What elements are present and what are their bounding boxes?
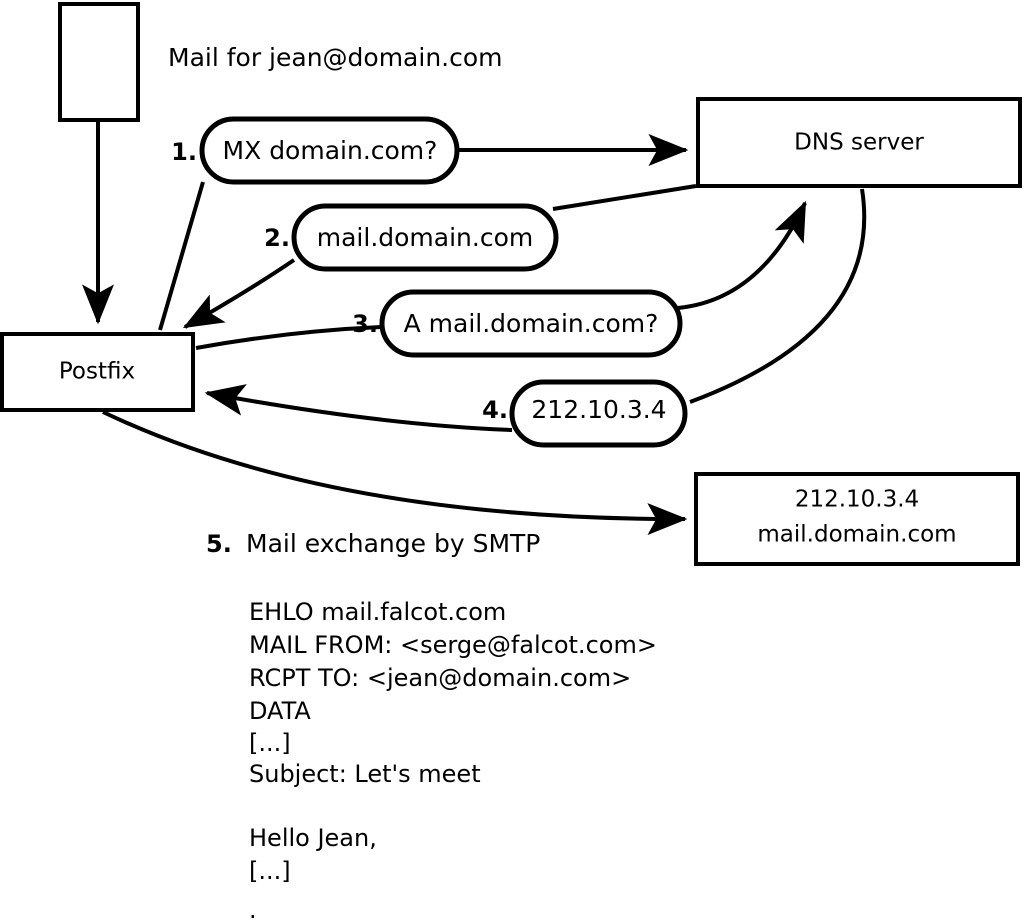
- transcript-line: DATA: [249, 697, 311, 725]
- transcript-line: MAIL FROM: <serge@falcot.com>: [249, 631, 657, 659]
- step-number-4: 4.: [482, 396, 508, 424]
- transcript-line: .: [249, 896, 257, 919]
- edge-postfix-to-bubble1-tail: [158, 181, 205, 331]
- step-number-3: 3.: [352, 310, 378, 338]
- node-mail-server: [694, 472, 1020, 566]
- edge-bubble4-to-postfix: [204, 384, 513, 432]
- node-dns-server: [696, 97, 1022, 188]
- step-number-1: 1.: [171, 138, 197, 166]
- edge-postfix-to-bubble3-tail: [195, 325, 382, 350]
- step-number-5: 5.: [206, 530, 232, 558]
- transcript-line: [...]: [249, 857, 291, 885]
- node-sender-host: [58, 2, 140, 122]
- bubble-mx-answer-label: mail.domain.com: [317, 223, 533, 252]
- node-postfix: [0, 332, 195, 412]
- node-mail-server-hostname: mail.domain.com: [757, 522, 956, 548]
- edge-bubble3-to-dns: [677, 200, 807, 310]
- transcript-line: Subject: Let's meet: [249, 760, 481, 788]
- bubble-a-query-label: A mail.domain.com?: [404, 309, 659, 338]
- edge-dns-to-bubble4-tail: [689, 188, 867, 404]
- transcript-line: Hello Jean,: [249, 824, 377, 852]
- smtp-transcript: EHLO mail.falcot.com MAIL FROM: <serge@f…: [249, 598, 657, 919]
- node-postfix-label: Postfix: [59, 359, 135, 385]
- bubble-a-answer: [509, 379, 688, 448]
- node-dns-server-label: DNS server: [794, 130, 924, 156]
- smtp-step-label: Mail exchange by SMTP: [246, 529, 540, 558]
- bubble-mx-query-label: MX domain.com?: [223, 136, 438, 165]
- edge-dns-to-bubble2-tail: [552, 184, 697, 211]
- bubble-mx-query: [199, 116, 460, 185]
- edge-bubble2-to-postfix: [182, 258, 296, 329]
- edge-postfix-to-mailserver-smtp: [102, 410, 688, 536]
- step-number-2: 2.: [264, 224, 290, 252]
- bubble-a-query: [379, 289, 683, 358]
- transcript-line: RCPT TO: <jean@domain.com>: [249, 664, 631, 692]
- mail-for-caption: Mail for jean@domain.com: [168, 43, 503, 72]
- transcript-line: [...]: [249, 729, 291, 757]
- node-mail-server-ip: 212.10.3.4: [795, 487, 919, 513]
- bubble-mx-answer: [291, 203, 559, 272]
- transcript-line: EHLO mail.falcot.com: [249, 598, 506, 626]
- bubble-a-answer-label: 212.10.3.4: [531, 395, 666, 424]
